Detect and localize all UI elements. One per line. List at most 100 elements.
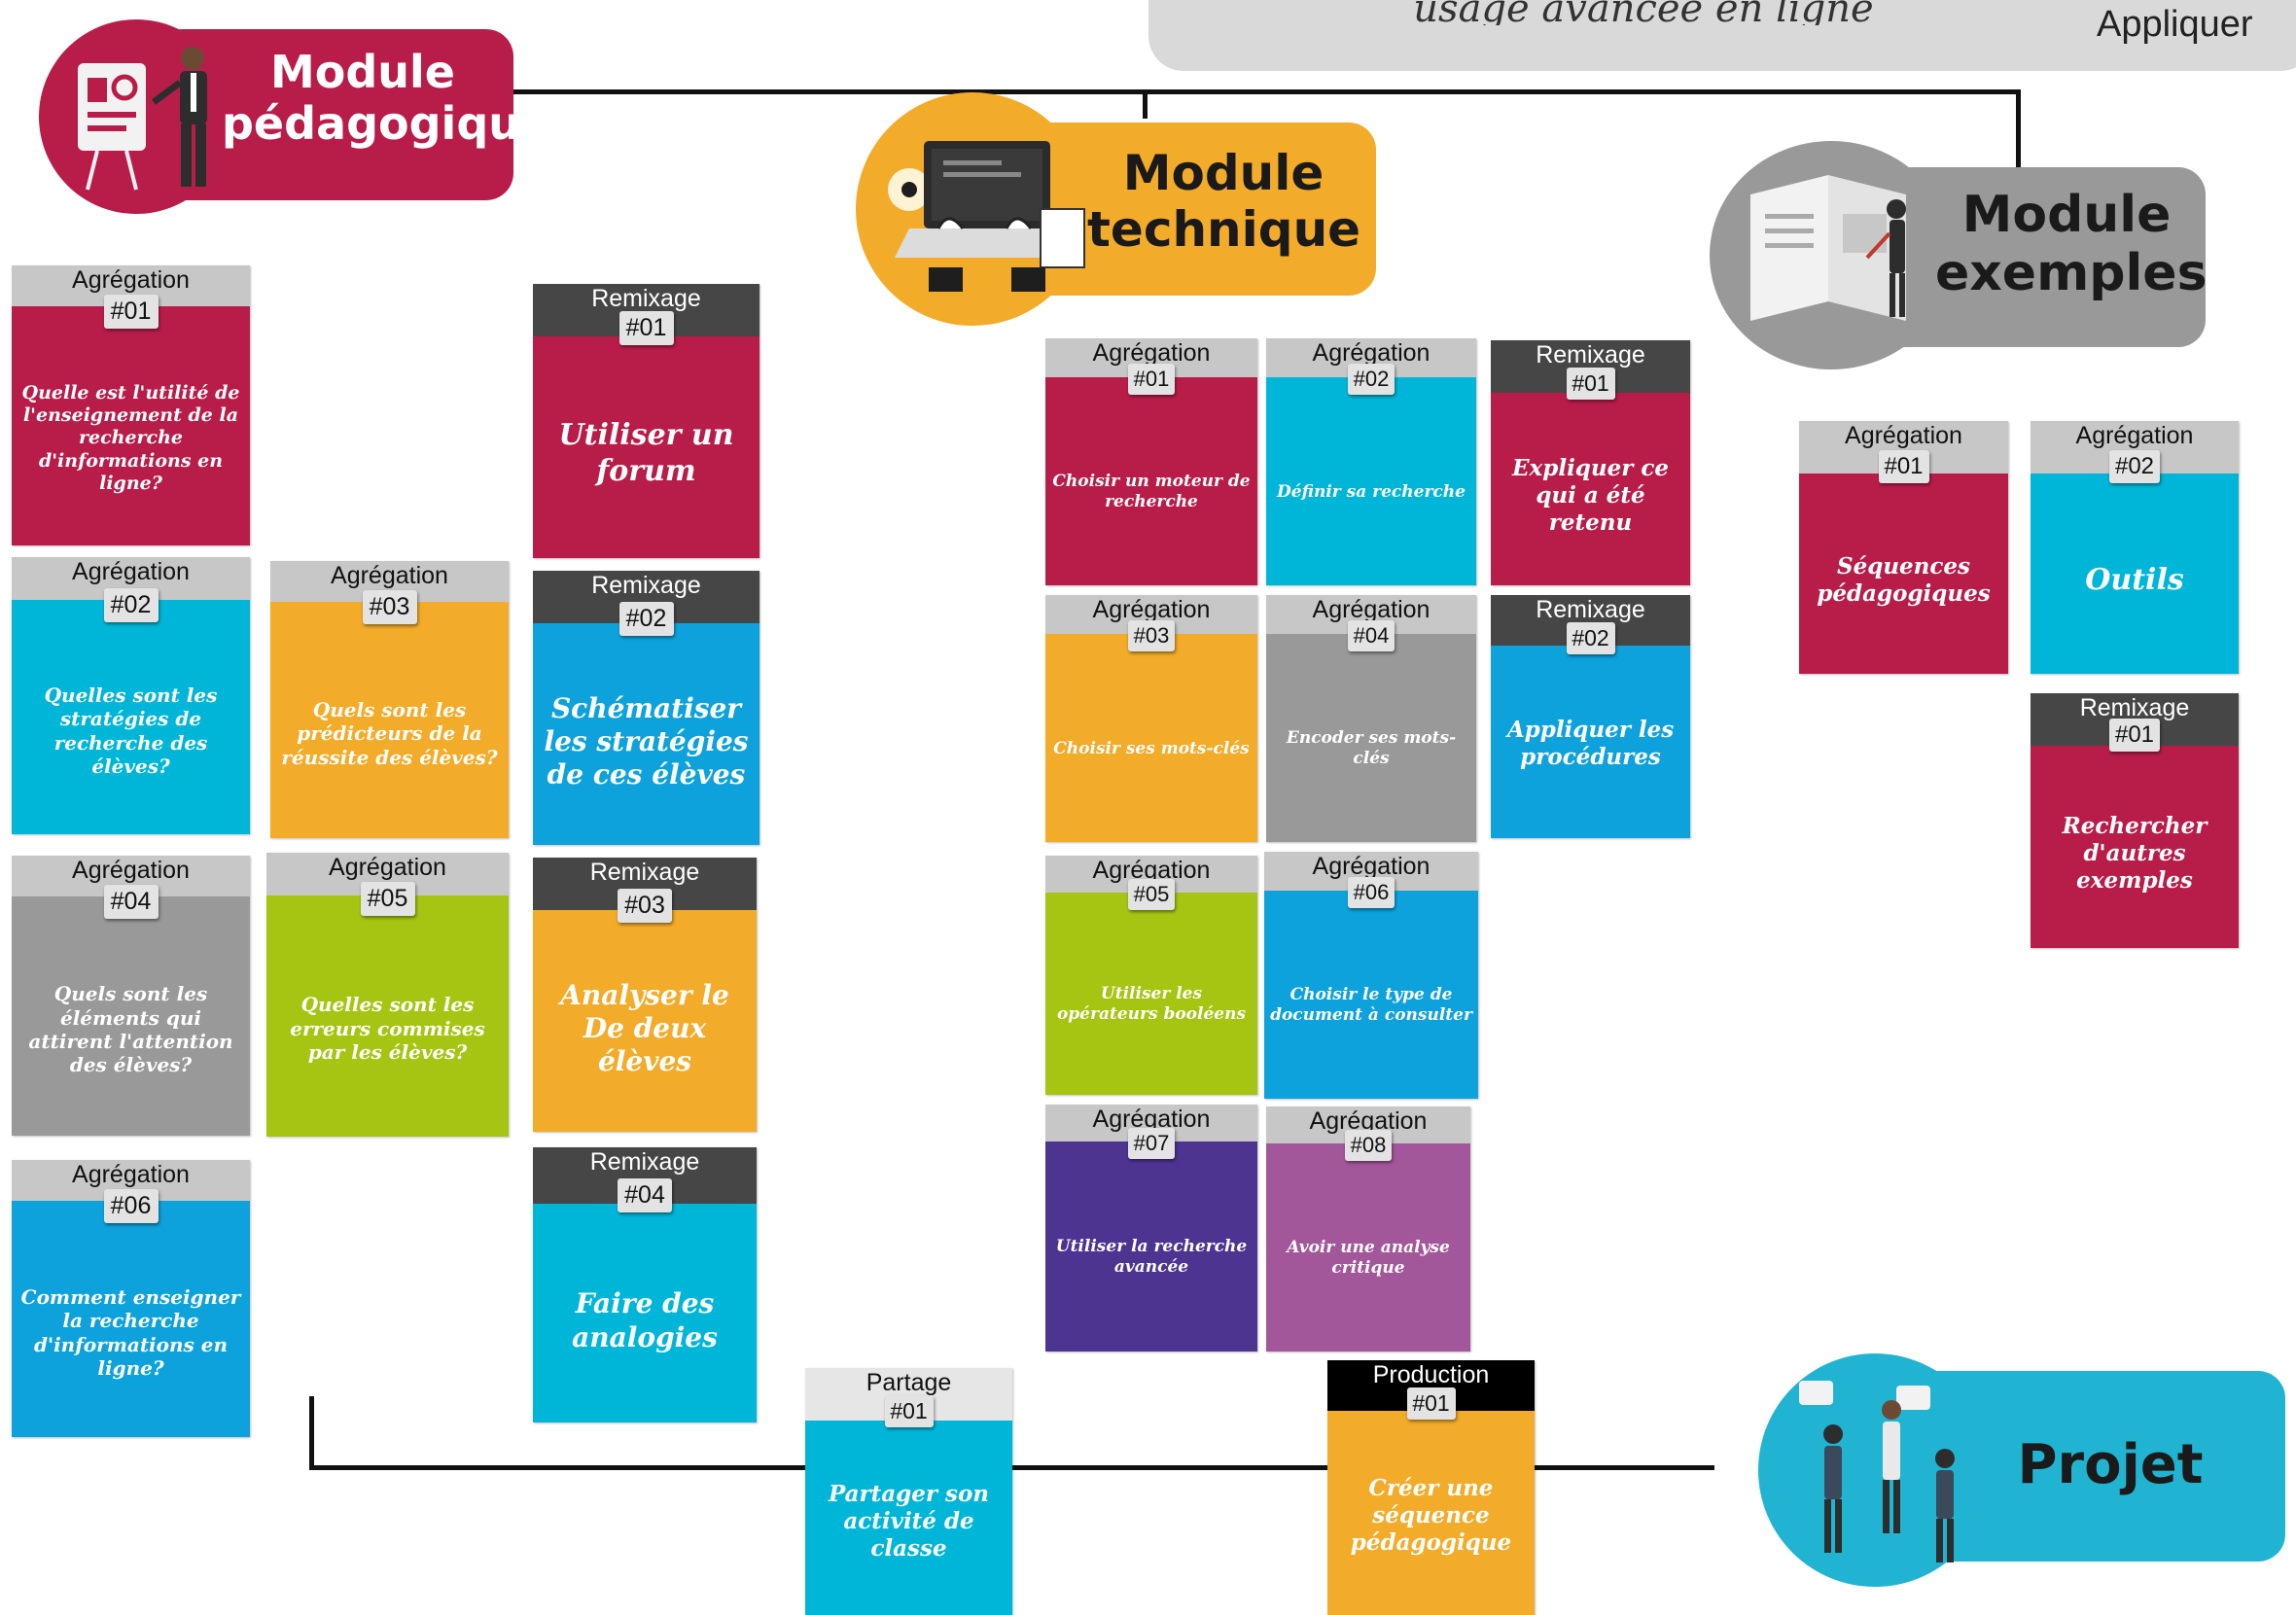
card-question-text: Expliquer ce qui a été retenu (1512, 454, 1669, 537)
card-ped-agregation-02[interactable]: Agrégation #02 Quelles sont les stratégi… (12, 557, 250, 834)
card-number-badge: #01 (1406, 1387, 1456, 1420)
card-question-text: Partager son activité de classe (828, 1480, 990, 1562)
card-question-text: Utiliser un forum (558, 418, 734, 488)
card-header: Agrégation (1045, 595, 1257, 634)
card-question-text: Quels sont les prédicteurs de la réussit… (281, 697, 498, 769)
card-ped-remixage-03[interactable]: Remixage #03 Analyser le De deux élèves (533, 858, 757, 1132)
card-number-badge: #06 (1348, 877, 1395, 908)
card-type-label: Agrégation (72, 558, 190, 585)
card-projet-partage-01[interactable]: Partage #01 Partager son activité de cla… (805, 1368, 1012, 1615)
card-ped-agregation-05[interactable]: Agrégation #05 Quelles sont les erreurs … (266, 853, 509, 1137)
card-tech-agregation-04[interactable]: Agrégation #04 Encoder ses mots-clés (1266, 595, 1476, 842)
card-ped-agregation-06[interactable]: Agrégation #06 Comment enseigner la rech… (12, 1160, 250, 1437)
card-question-text: Analyser le De deux élèves (560, 978, 729, 1078)
card-question-text: Schématiser les stratégies de ces élèves (544, 691, 749, 791)
card-question-text: Rechercher d'autres exemples (2062, 812, 2208, 895)
card-header: Partage (805, 1368, 1012, 1421)
card-number-badge: #03 (362, 590, 417, 624)
card-type-label: Agrégation (1845, 422, 1962, 449)
card-type-label: Agrégation (1312, 853, 1431, 880)
card-number-badge: #01 (884, 1395, 934, 1427)
card-type-label: Remixage (589, 1148, 700, 1176)
card-tech-agregation-03[interactable]: Agrégation #03 Choisir ses mots-clés (1045, 595, 1257, 842)
card-tech-remixage-01[interactable]: Remixage #01 Expliquer ce qui a été rete… (1491, 340, 1690, 585)
card-ex-remixage-01[interactable]: Remixage #01 Rechercher d'autres exemple… (2031, 693, 2239, 948)
card-type-label: Remixage (1536, 596, 1645, 623)
card-number-badge: #02 (103, 588, 159, 622)
card-type-label: Agrégation (1092, 596, 1211, 623)
projet-title: Projet (2017, 1433, 2204, 1496)
card-ped-agregation-04[interactable]: Agrégation #04 Quels sont les éléments q… (12, 856, 250, 1136)
card-tech-agregation-08[interactable]: Agrégation #08 Avoir une analyse critiqu… (1266, 1106, 1470, 1352)
module-technique-title: Module technique (1087, 145, 1361, 258)
card-type-label: Remixage (2079, 694, 2190, 721)
card-type-label: Remixage (591, 572, 701, 599)
card-number-badge: #04 (103, 885, 159, 919)
card-tech-agregation-07[interactable]: Agrégation #07 Utiliser la recherche ava… (1045, 1105, 1257, 1352)
card-type-label: Remixage (1536, 341, 1645, 369)
card-ex-agregation-02[interactable]: Agrégation #02 Outils (2031, 421, 2239, 674)
card-header: Agrégation (12, 557, 250, 600)
card-type-label: Agrégation (1312, 596, 1431, 623)
card-ped-agregation-01[interactable]: Agrégation #01 Quelle est l'utilité de l… (12, 265, 250, 545)
card-question-text: Choisir le type de document à consulter (1270, 985, 1472, 1025)
card-question-text: Quelle est l'utilité de l'enseignement d… (21, 382, 240, 494)
card-question-text: Quelles sont les stratégies de recherche… (44, 683, 218, 778)
card-question-text: Utiliser les opérateurs booléens (1056, 984, 1247, 1024)
card-type-label: Agrégation (72, 1161, 190, 1188)
card-ex-agregation-01[interactable]: Agrégation #01 Séquences pédagogiques (1799, 421, 2008, 674)
card-number-badge: #01 (2109, 719, 2160, 752)
card-question-text: Comment enseigner la recherche d'informa… (20, 1284, 241, 1380)
presenter-icon (78, 47, 207, 191)
card-question-text: Choisir ses mots-clés (1053, 738, 1250, 758)
card-tech-agregation-06[interactable]: Agrégation #06 Choisir le type de docume… (1264, 852, 1478, 1099)
card-number-badge: #04 (1348, 620, 1395, 651)
card-tech-agregation-02[interactable]: Agrégation #02 Définir sa recherche (1266, 338, 1476, 585)
card-header: Agrégation (12, 856, 250, 896)
card-number-badge: #02 (2109, 450, 2160, 483)
card-question-text: Quels sont les éléments qui attirent l'a… (28, 982, 233, 1077)
card-number-badge: #01 (103, 295, 159, 329)
top-banner-label: Appliquer (2097, 4, 2253, 45)
card-number-badge: #06 (103, 1189, 159, 1223)
card-tech-agregation-05[interactable]: Agrégation #05 Utiliser les opérateurs b… (1045, 856, 1257, 1095)
module-exemples-title: Module exemples (1935, 186, 2208, 302)
card-number-badge: #03 (1128, 620, 1175, 651)
card-header: Agrégation (1045, 338, 1257, 377)
card-type-label: Agrégation (1312, 339, 1431, 367)
card-number-badge: #01 (1878, 450, 1929, 483)
card-type-label: Production (1372, 1361, 1490, 1388)
card-question-text: Appliquer les procédures (1506, 716, 1675, 770)
top-banner (1148, 0, 2296, 71)
card-question-text: Créer une séquence pédagogique (1350, 1474, 1512, 1557)
card-question-text: Encoder ses mots-clés (1286, 728, 1457, 768)
card-type-label: Agrégation (72, 266, 190, 294)
card-number-badge: #02 (1566, 622, 1615, 654)
card-ped-remixage-01[interactable]: Remixage #01 Utiliser un forum (533, 284, 759, 558)
card-question-text: Choisir un moteur de recherche (1052, 472, 1251, 511)
card-type-label: Agrégation (1092, 339, 1211, 367)
card-question-text: Définir sa recherche (1277, 481, 1466, 502)
top-banner-script-text: usage avancée en ligne (1413, 0, 1874, 25)
card-type-label: Remixage (591, 285, 701, 312)
card-projet-production-01[interactable]: Production #01 Créer une séquence pédago… (1327, 1360, 1535, 1615)
card-type-label: Remixage (589, 859, 700, 886)
card-type-label: Agrégation (331, 562, 448, 589)
card-ped-agregation-03[interactable]: Agrégation #03 Quels sont les prédicteur… (270, 561, 509, 838)
card-number-badge: #07 (1128, 1128, 1175, 1159)
card-question-text: Avoir une analyse critique (1287, 1238, 1450, 1278)
card-tech-agregation-01[interactable]: Agrégation #01 Choisir un moteur de rech… (1045, 338, 1257, 585)
card-type-label: Agrégation (2075, 422, 2194, 449)
card-ped-remixage-02[interactable]: Remixage #02 Schématiser les stratégies … (533, 571, 759, 845)
connector-line-technique-drop (1143, 89, 1148, 119)
card-number-badge: #01 (1566, 368, 1615, 400)
card-type-label: Partage (865, 1369, 952, 1396)
card-question-text: Outils (2085, 562, 2184, 597)
card-tech-remixage-02[interactable]: Remixage #02 Appliquer les procédures (1491, 595, 1690, 838)
card-ped-remixage-04[interactable]: Remixage #04 Faire des analogies (533, 1147, 757, 1422)
connector-line-top (513, 89, 2021, 94)
card-question-text: Utiliser la recherche avancée (1055, 1237, 1248, 1277)
module-pedagogique-title: Module pédagogique (222, 46, 551, 150)
card-number-badge: #02 (618, 602, 674, 636)
card-number-badge: #05 (360, 882, 415, 916)
